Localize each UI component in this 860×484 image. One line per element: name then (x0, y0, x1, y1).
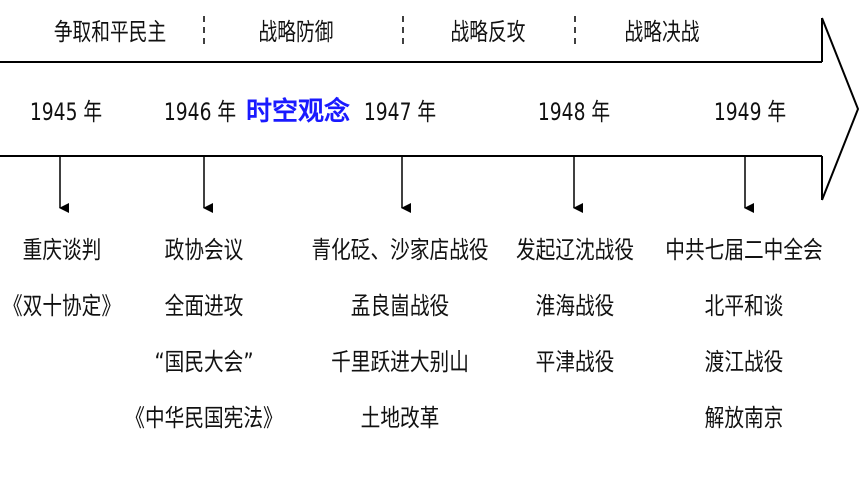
event-item: “国民大会” (154, 348, 254, 376)
center-title-label: 时空观念 (245, 97, 351, 127)
event-item: 渡江战役 (704, 348, 784, 376)
event-item: 《中华民国宪法》 (125, 404, 283, 432)
event-item: 土地改革 (360, 404, 440, 432)
phase-label-decisive: 战略决战 (624, 18, 700, 46)
event-item: 全面进攻 (164, 292, 244, 320)
events-column-1949: 中共七届二中全会 北平和谈 渡江战役 解放南京 (634, 222, 854, 446)
event-item: 北平和谈 (704, 292, 784, 320)
event-item: 解放南京 (704, 404, 784, 432)
arrow-head (821, 17, 860, 201)
event-item: 孟良崮战役 (350, 292, 450, 320)
year-label-1946: 1946 年 (163, 98, 237, 126)
event-item: 重庆谈判 (22, 236, 102, 264)
event-item: 《双十协定》 (2, 292, 122, 320)
phase-label-counteroffensive: 战略反攻 (450, 18, 526, 46)
phase-label-defense: 战略防御 (258, 18, 334, 46)
year-label-1945: 1945 年 (29, 98, 103, 126)
year-label-1948: 1948 年 (537, 98, 611, 126)
event-item: 政协会议 (164, 236, 244, 264)
event-item: 平津战役 (535, 348, 615, 376)
event-item: 千里跃进大别山 (331, 348, 469, 376)
event-item: 青化砭、沙家店战役 (311, 236, 489, 264)
events-column-1946: 政协会议 全面进攻 “国民大会” 《中华民国宪法》 (94, 222, 314, 446)
year-label-1947: 1947 年 (363, 98, 437, 126)
events-column-1948: 发起辽沈战役 淮海战役 平津战役 (465, 222, 685, 390)
events-column-1947: 青化砭、沙家店战役 孟良崮战役 千里跃进大别山 土地改革 (290, 222, 510, 446)
year-label-1949: 1949 年 (713, 98, 787, 126)
event-item: 中共七届二中全会 (665, 236, 823, 264)
events-column-1945: 重庆谈判 《双十协定》 (0, 222, 172, 334)
phase-label-peace: 争取和平民主 (53, 18, 167, 46)
event-item: 淮海战役 (535, 292, 615, 320)
event-item: 发起辽沈战役 (515, 236, 635, 264)
